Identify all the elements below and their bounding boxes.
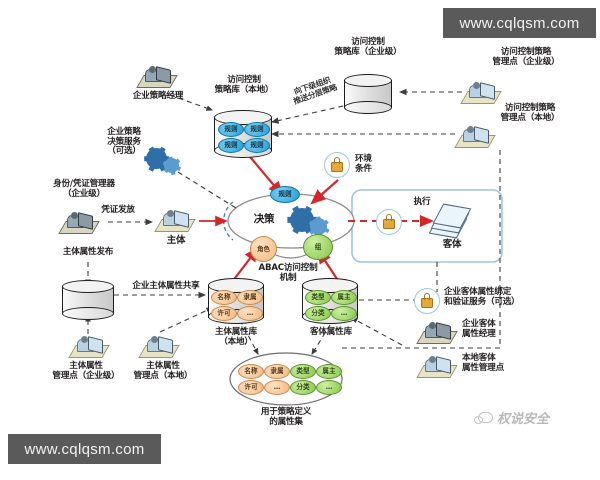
identity-credential-manager-icon xyxy=(58,208,100,234)
subject-attr-affiliation-token: 隶属 xyxy=(237,290,263,305)
link-entrepo-to-localrepo xyxy=(270,103,353,124)
subject-attr-publish-label: 主体属性发布 xyxy=(62,247,114,257)
object-document-stack-icon xyxy=(428,203,472,239)
link-entmgr-to-localrepo xyxy=(169,94,214,111)
rule-token-1: 规则 xyxy=(218,122,244,137)
environment-conditions-label: 环境 条件 xyxy=(355,154,372,174)
enterprise-object-attr-manager-icon xyxy=(416,318,458,344)
policy-admin-point-enterprise-label: 访问控制策略 管理点（企业级） xyxy=(492,47,560,67)
object-attr-classification-token: 分类 xyxy=(305,306,331,321)
enterprise-subject-attr-share-label: 企业主体属性共享 xyxy=(132,281,200,291)
subject-attr-admin-enterprise-icon xyxy=(68,332,110,358)
policy-admin-point-local-label: 访问控制策略 管理点（本地） xyxy=(500,103,560,123)
subject-attr-permission-token: 许可 xyxy=(211,306,237,321)
attrset-name-token: 名称 xyxy=(238,364,264,379)
subject-icon xyxy=(154,206,196,232)
rule-token-4: 规则 xyxy=(244,138,270,153)
local-object-attr-admin-label: 本地客体 属性管理点 xyxy=(462,353,504,373)
gear-icon-decision-service-2 xyxy=(162,156,181,175)
rule-token-decision: 规则 xyxy=(270,186,300,203)
enterprise-object-attr-service-label: 企业客体属性绑定 和验证服务（可选） xyxy=(444,287,520,307)
rule-token-3: 规则 xyxy=(218,138,244,153)
policy-attribute-set-ellipse xyxy=(229,352,343,406)
subject-attr-admin-local-label: 主体属性 管理点（本地） xyxy=(133,361,193,381)
lock-icon-environment xyxy=(324,152,350,178)
attrset-type-token: 类型 xyxy=(290,364,316,379)
local-object-attr-repository-label: 客体属性库 xyxy=(310,327,352,337)
enterprise-policy-repository-cylinder xyxy=(344,74,392,114)
watermark-bottom: www.cqlqsm.com xyxy=(8,434,161,464)
object-label: 客体 xyxy=(442,239,462,250)
watermark-top: www.cqlqsm.com xyxy=(443,8,596,38)
subject-attr-name-token: 名称 xyxy=(211,290,237,305)
attrset-more2-token: … xyxy=(316,380,342,395)
brand-text: 权说安全 xyxy=(497,412,550,427)
subject-label: 主体 xyxy=(166,235,186,246)
attrset-more1-token: … xyxy=(264,380,290,395)
attrset-permission-token: 许可 xyxy=(238,380,264,395)
subject-attr-more-token: … xyxy=(237,306,263,321)
lock-icon-object-attr-service xyxy=(414,288,440,314)
attrset-affiliation-token: 隶属 xyxy=(264,364,290,379)
arrow-env-to-decision xyxy=(310,179,339,205)
subject-attr-admin-enterprise-label: 主体属性 管理点（企业级） xyxy=(52,361,120,381)
role-token: 角色 xyxy=(250,236,277,262)
enterprise-object-attr-manager-label: 企业客体 属性经理 xyxy=(462,319,496,339)
object-attr-type-token: 类型 xyxy=(305,290,331,305)
local-policy-repository-label: 访问控制 策略库（本地） xyxy=(214,75,274,95)
attrset-owner-token: 属主 xyxy=(316,364,342,379)
policy-attribute-set-label: 用于策略定义 的属性集 xyxy=(260,407,312,427)
group-token: 组 xyxy=(303,234,333,260)
enterprise-policy-manager-icon xyxy=(136,62,178,88)
enterprise-policy-manager-label: 企业策略经理 xyxy=(132,91,184,101)
policy-admin-point-local-icon xyxy=(454,122,496,148)
enterprise-policy-decision-service-label: 企业策略 决策服务 （可选） xyxy=(107,127,141,157)
enterprise-subject-attr-repository-cylinder xyxy=(62,280,114,320)
enforce-label: 执行 xyxy=(413,197,431,207)
cloud-icon xyxy=(474,411,493,424)
brand-logo: 权说安全 xyxy=(474,408,549,427)
object-attr-more-token: … xyxy=(331,306,357,321)
link-subjadmin-local xyxy=(159,307,213,333)
link-subjrepo-to-attrset xyxy=(239,319,259,355)
link-entdecision-to-decision xyxy=(177,171,237,209)
object-attr-owner-token: 属主 xyxy=(331,290,357,305)
local-subject-attr-repository-label: 主体属性库 （本地） xyxy=(215,327,257,347)
abac-mechanism-label: ABAC访问控制 机制 xyxy=(258,263,318,283)
enterprise-policy-repository-label: 访问控制 策略库（企业级） xyxy=(334,37,402,57)
local-object-attr-admin-icon xyxy=(416,352,458,378)
rule-token-2: 规则 xyxy=(244,122,270,137)
policy-admin-point-enterprise-icon xyxy=(460,78,502,104)
gear-icon-decision-service-1 xyxy=(143,146,170,171)
subject-attr-admin-local-icon xyxy=(138,332,180,358)
attrset-classification-token: 分类 xyxy=(290,380,316,395)
link-objrepo-to-attrset xyxy=(311,324,331,355)
credential-issue-label: 凭证发放 xyxy=(101,205,135,215)
gear-icon-decision-2 xyxy=(308,215,329,238)
identity-credential-manager-label: 身份/凭证管理器 （企业级） xyxy=(53,179,115,199)
link-objadmin-to-objrepo xyxy=(351,317,403,346)
lock-icon-enforce xyxy=(376,209,402,235)
decision-label: 决策 xyxy=(253,213,275,225)
